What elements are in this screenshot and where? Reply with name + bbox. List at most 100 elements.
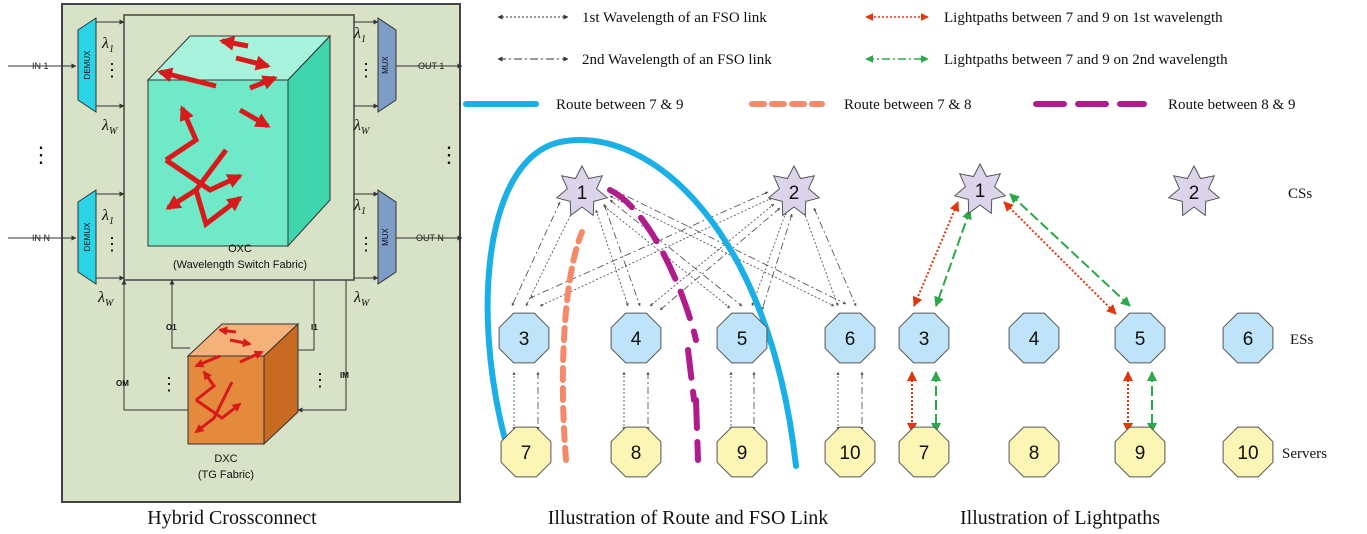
lightpath-server-node-8-label: 8: [1029, 443, 1040, 464]
lightpath-server-node-7-label: 7: [919, 443, 930, 464]
lightpath-es-node-4-label: 4: [1029, 329, 1040, 350]
dots-left-ports: ⋮: [30, 142, 52, 167]
route-es-node-5-label: 5: [737, 329, 748, 350]
lightpath-es-node-5-label: 5: [1135, 329, 1146, 350]
dxc-subtitle: (TG Fabric): [198, 469, 254, 481]
lightpath-cs-node-1-label: 1: [975, 181, 986, 202]
mux-top-label: MUX: [381, 55, 390, 73]
port-im: IM: [340, 371, 349, 380]
lambda-1-top-right: λ1: [353, 25, 366, 45]
lambda-1-bottom-right: λ1: [353, 197, 366, 217]
legend-first-wavelength: 1st Wavelength of an FSO link: [582, 10, 767, 26]
route-8-9: [607, 187, 701, 463]
legend-route-8-9: Route between 8 & 9: [1168, 97, 1295, 113]
route-es-node-6-shape: [824, 312, 876, 364]
route-es-node-3: 3: [498, 312, 550, 364]
legend-route-7-9: Route between 7 & 9: [556, 97, 683, 113]
lightpath-server-node-10-label: 10: [1237, 443, 1258, 464]
legend-second-wavelength: 2nd Wavelength of an FSO link: [582, 52, 772, 68]
lightpath-es-node-6-label: 6: [1243, 329, 1254, 350]
lambda-w-top-right: λW: [353, 117, 371, 137]
lightpath-cs-node-2: 2: [1167, 164, 1221, 217]
lightpath-server-node-9-shape: [1114, 426, 1166, 478]
out-1-label: OUT 1: [418, 61, 444, 71]
oxc-subtitle: (Wavelength Switch Fabric): [173, 259, 307, 271]
port-i1: I1: [311, 323, 318, 332]
lightpath-es-node-6-shape: [1222, 312, 1274, 364]
mux-bottom: [377, 189, 397, 285]
lambda-w-bottom-right: λW: [353, 289, 371, 309]
hybrid-crossconnect-panel: IN 1 IN N DEMUX DEMUX λ1 ⋮ λW λ1 ⋮ λW ⋮ …: [8, 3, 463, 529]
route-server-node-9-shape: [716, 426, 768, 478]
route-server-node-9-label: 9: [737, 443, 748, 464]
dots-top-right: ⋮: [357, 60, 375, 80]
route-server-node-7: 7: [500, 426, 552, 478]
hybrid-crossconnect-caption: Hybrid Crossconnect: [147, 507, 317, 529]
route-es-node-3-shape: [498, 312, 550, 364]
lightpath-es-node-5: 5: [1114, 312, 1166, 364]
route-7-8: [559, 229, 585, 463]
lightpath-server-node-7: 7: [898, 426, 950, 478]
route-server-node-8-shape: [610, 426, 662, 478]
lightpath-es-node-5-shape: [1114, 312, 1166, 364]
route-server-node-7-shape: [500, 426, 552, 478]
mux-bottom-label: MUX: [381, 227, 390, 245]
legend-lightpath-first: Lightpaths between 7 and 9 on 1st wavele…: [944, 10, 1223, 26]
dots-bottom-left: ⋮: [103, 234, 121, 254]
lightpath-caption: Illustration of Lightpaths: [960, 507, 1160, 529]
route-7-9: [484, 137, 799, 469]
route-caption: Illustration of Route and FSO Link: [548, 507, 829, 529]
lightpath-es-node-3: 3: [898, 312, 950, 364]
lightpath-red-cs1-es3: [912, 201, 960, 307]
dots-right-ports: ⋮: [438, 142, 460, 167]
route-cs-node-2-label: 2: [789, 183, 800, 204]
dots-top-left: ⋮: [103, 60, 121, 80]
route-es-node-3-label: 3: [519, 329, 530, 350]
lightpath-server-node-8: 8: [1008, 426, 1060, 478]
demux-bottom-label: DEMUX: [83, 222, 92, 252]
lambda-w-bottom-left: λW: [97, 289, 115, 309]
lightpath-server-node-8-shape: [1008, 426, 1060, 478]
in-1-label: IN 1: [32, 61, 49, 71]
lightpath-es-node-3-label: 3: [919, 329, 930, 350]
oxc-frame: [123, 14, 355, 281]
mux-top: [377, 17, 397, 113]
tier-label-es: ESs: [1290, 332, 1314, 348]
route-es-node-5: 5: [716, 312, 768, 364]
lambda-1-bottom-left: λ1: [101, 207, 114, 227]
lightpath-server-node-7-shape: [898, 426, 950, 478]
lightpath-cs-node-1-shape: [953, 162, 1007, 215]
route-es-node-4-shape: [610, 312, 662, 364]
lightpath-es-nodes: 3 4 5 6: [898, 312, 1274, 364]
lightpath-cs-node-2-shape: [1167, 164, 1221, 217]
lambda-w-top-left: λW: [101, 117, 119, 137]
lightpath-es-node-4: 4: [1008, 312, 1060, 364]
legend: 1st Wavelength of an FSO link 2nd Wavele…: [463, 10, 1295, 113]
route-es-node-6-label: 6: [845, 329, 856, 350]
lightpath-cs-node-2-label: 2: [1189, 183, 1200, 204]
route-es-node-4-label: 4: [631, 329, 642, 350]
route-es-node-6: 6: [824, 312, 876, 364]
port-om: OM: [116, 379, 129, 388]
legend-lightpath-second: Lightpaths between 7 and 9 on 2nd wavele…: [944, 52, 1228, 68]
demux-top: [77, 17, 97, 113]
lightpath-es-node-6: 6: [1222, 312, 1274, 364]
dxc-cube: DXC (TG Fabric): [186, 322, 300, 481]
dots-dxc-left: ⋮: [160, 374, 178, 394]
route-cs-node-1: 1: [555, 164, 609, 217]
oxc-title: OXC: [228, 243, 252, 255]
oxc-cube: OXC (Wavelength Switch Fabric): [146, 34, 332, 271]
route-server-node-7-label: 7: [521, 443, 532, 464]
legend-route-7-8: Route between 7 & 8: [844, 97, 971, 113]
route-server-node-8: 8: [610, 426, 662, 478]
lightpath-server-node-10-shape: [1222, 426, 1274, 478]
lightpath-cs-node-1: 1: [953, 162, 1007, 215]
route-cs-node-1-label: 1: [577, 183, 588, 204]
